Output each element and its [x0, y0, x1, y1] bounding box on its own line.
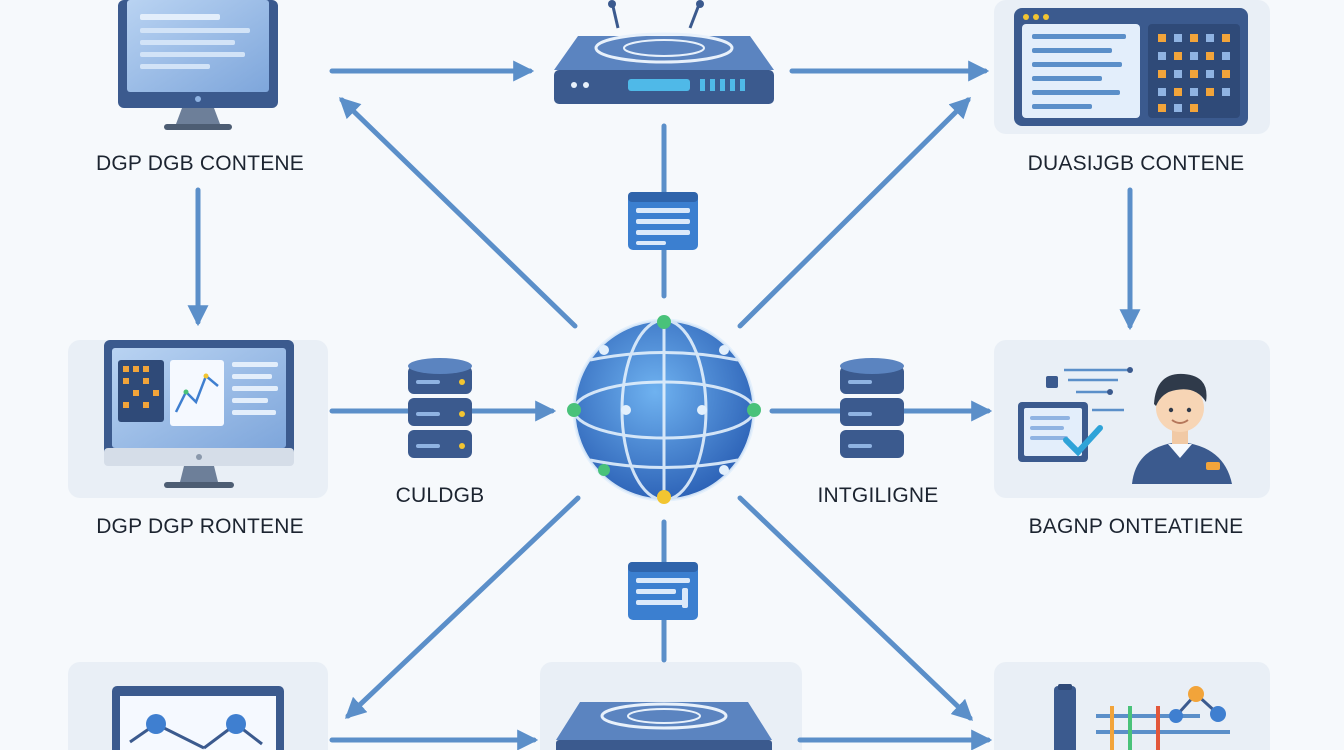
label-top-left: DGP DGB CONTENE	[96, 152, 304, 175]
label-mid-right-db: INTGILIGNE	[817, 484, 939, 507]
globe-node	[567, 403, 581, 417]
network-router-icon	[556, 702, 772, 750]
globe-node	[719, 345, 729, 355]
dashboard-window-icon	[1014, 8, 1248, 126]
globe-node	[719, 465, 729, 475]
arrow-globe-to-topright	[737, 97, 971, 329]
person-head	[1156, 384, 1204, 432]
network-graph-icon	[112, 686, 284, 750]
server-panel-icon	[628, 192, 698, 250]
label-mid-left-db: CULDGB	[395, 484, 485, 507]
dashboard-grid	[1158, 34, 1230, 112]
person-body	[1132, 442, 1232, 484]
analytics-monitor-icon	[104, 340, 294, 488]
desktop-monitor-icon	[118, 0, 278, 130]
globe-node	[599, 345, 609, 355]
network-router-icon	[554, 0, 774, 104]
arrow-globe-to-bottomright	[737, 495, 974, 721]
user-checklist-icon	[1018, 367, 1232, 484]
globe-network-icon	[567, 315, 761, 504]
server-panel-icon	[628, 562, 698, 620]
globe-node	[657, 490, 671, 504]
database-icon	[408, 358, 472, 458]
label-top-right: DUASIJGB CONTENE	[1027, 152, 1245, 175]
globe-node	[697, 405, 707, 415]
globe-node	[598, 464, 610, 476]
label-mid-right: BAGNP ONTEATIENE	[1028, 515, 1244, 538]
globe-node	[657, 315, 671, 329]
globe-node	[621, 405, 631, 415]
globe-node	[747, 403, 761, 417]
arrow-globe-to-topleft	[338, 97, 578, 329]
data-chart-icon	[1054, 684, 1230, 750]
arrow-globe-to-bottomleft	[344, 495, 581, 719]
database-icon	[840, 358, 904, 458]
label-mid-left: DGP DGP RONTENE	[96, 515, 304, 538]
